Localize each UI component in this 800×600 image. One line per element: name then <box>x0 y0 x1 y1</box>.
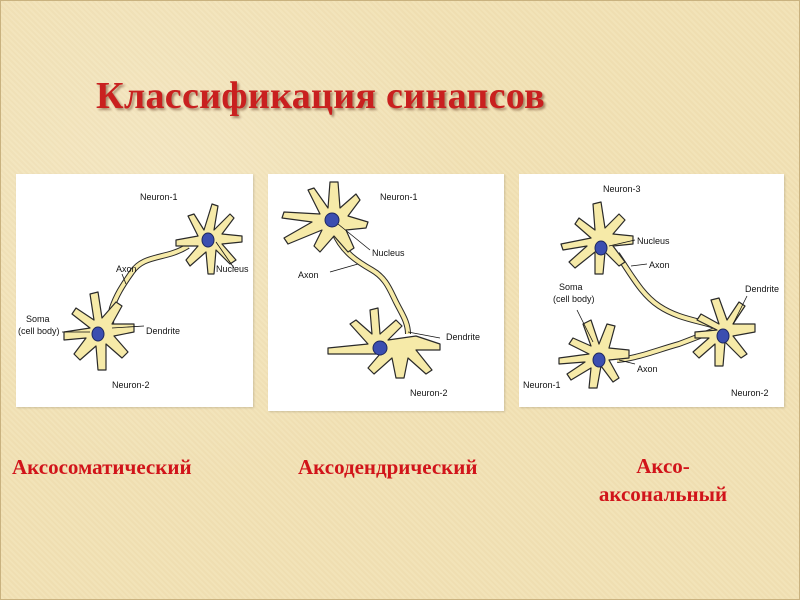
neuron-2-nucleus <box>372 340 388 356</box>
neuron-3-body <box>560 201 634 275</box>
label-cell-body: (cell body) <box>553 294 595 304</box>
label-dendrite: Dendrite <box>745 284 779 294</box>
panel-axodendritic: Neuron-1 Nucleus Axon Dendrite Neuron-2 <box>268 174 504 411</box>
label-dendrite: Dendrite <box>446 332 480 342</box>
slide-title: Классификация синапсов <box>96 75 545 117</box>
label-soma: Soma <box>26 314 50 324</box>
label-nucleus: Nucleus <box>637 236 670 246</box>
caption-axoaxonal: Аксо- аксональный <box>580 452 746 508</box>
label-neuron-2: Neuron-2 <box>410 388 448 398</box>
label-neuron-2: Neuron-2 <box>731 388 769 398</box>
label-nucleus: Nucleus <box>372 248 405 258</box>
neuron-1-body <box>281 181 369 253</box>
neuron-2-nucleus <box>716 328 730 344</box>
neuron-1-nucleus <box>592 352 606 368</box>
label-nucleus: Nucleus <box>216 264 249 274</box>
neuron-1-body <box>558 319 630 389</box>
label-neuron-2: Neuron-2 <box>112 380 150 390</box>
label-neuron-1: Neuron-1 <box>380 192 418 202</box>
axodendritic-diagram: Neuron-1 Nucleus Axon Dendrite Neuron-2 <box>281 181 480 398</box>
axoaxonal-diagram: Neuron-3 Nucleus Axon Soma (cell body) D… <box>523 184 779 398</box>
label-axon-top: Axon <box>649 260 670 270</box>
caption-axosomatic: Аксосоматический <box>12 455 192 479</box>
label-cell-body: (cell body) <box>18 326 60 336</box>
label-neuron-1: Neuron-1 <box>140 192 178 202</box>
label-neuron-3: Neuron-3 <box>603 184 641 194</box>
panel-axosomatic: Neuron-1 Nucleus Axon Soma (cell body) D… <box>16 174 253 407</box>
axosomatic-diagram: Neuron-1 Nucleus Axon Soma (cell body) D… <box>18 192 249 390</box>
neuron-2-nucleus <box>91 326 105 342</box>
label-soma: Soma <box>559 282 583 292</box>
panel-axoaxonal: Neuron-3 Nucleus Axon Soma (cell body) D… <box>519 174 784 407</box>
neuron-3-nucleus <box>594 240 608 256</box>
label-dendrite: Dendrite <box>146 326 180 336</box>
caption-axoaxonal-line1: Аксо- <box>636 454 690 478</box>
label-axon: Axon <box>116 264 137 274</box>
neuron-1-nucleus <box>201 232 215 248</box>
caption-axoaxonal-line2: аксональный <box>598 482 728 506</box>
neuron-1-nucleus <box>324 212 340 228</box>
label-neuron-1: Neuron-1 <box>523 380 561 390</box>
caption-axodendritic: Аксодендрический <box>298 455 478 479</box>
label-axon-bottom: Axon <box>637 364 658 374</box>
label-axon: Axon <box>298 270 319 280</box>
